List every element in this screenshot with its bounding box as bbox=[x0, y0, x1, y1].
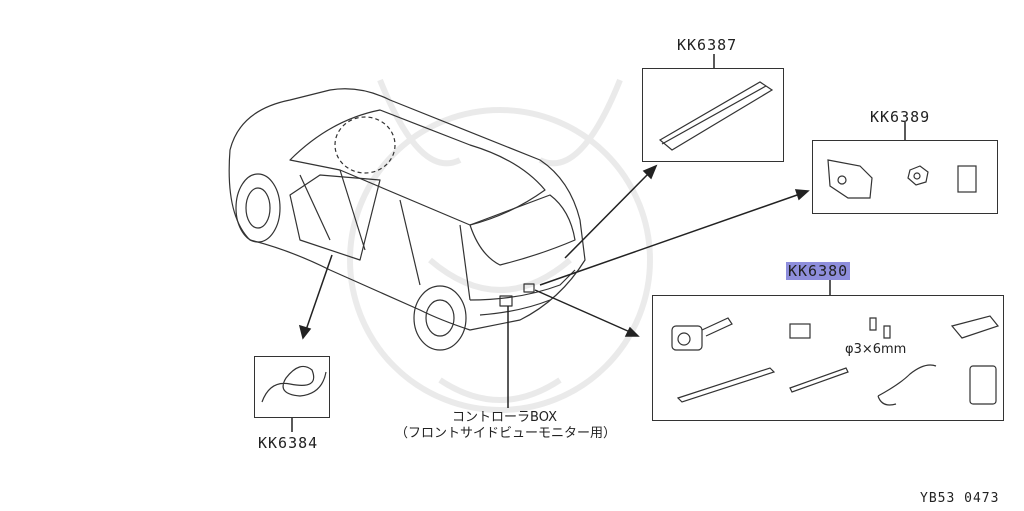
kk6387-box bbox=[642, 68, 784, 162]
kk6389-part-drawing bbox=[827, 159, 977, 199]
kk6380-highlight: KK6380 bbox=[786, 262, 851, 280]
bracket-icon bbox=[827, 159, 873, 199]
kk6387-label[interactable]: KK6387 bbox=[677, 36, 738, 54]
kk6384-box bbox=[254, 356, 330, 418]
cable-tie-icon-2 bbox=[789, 367, 849, 393]
open-door bbox=[289, 174, 381, 261]
leader-lines bbox=[291, 54, 906, 432]
connector-icon bbox=[789, 323, 811, 339]
kk6389-label[interactable]: KK6389 bbox=[870, 108, 931, 126]
front-wheel bbox=[235, 173, 281, 243]
screw-icon bbox=[869, 317, 891, 339]
nut-icon bbox=[907, 165, 929, 186]
pad-icon bbox=[950, 315, 1000, 339]
controller-label-line1: コントローラBOX bbox=[452, 410, 557, 425]
rear-wheel bbox=[413, 285, 467, 351]
harness-icon bbox=[877, 364, 937, 406]
side-door-lines bbox=[299, 169, 471, 301]
foam-icon bbox=[969, 365, 997, 405]
controller-label-line2: （フロントサイドビューモニター用） bbox=[395, 426, 617, 441]
kk6387-part-drawing bbox=[658, 81, 774, 151]
camera-marker bbox=[523, 283, 535, 293]
rear-bumper bbox=[469, 269, 576, 316]
screw-spec-label: φ3×6mm bbox=[845, 342, 907, 357]
kk6380-label[interactable]: KK6380 bbox=[786, 262, 851, 280]
kk6384-label[interactable]: KK6384 bbox=[258, 434, 319, 452]
controller-box-marker bbox=[499, 295, 513, 307]
tape-icon bbox=[957, 165, 977, 193]
vehicle-drawing bbox=[228, 88, 586, 351]
kk6389-box bbox=[812, 140, 998, 214]
kk6380-part-drawing bbox=[671, 315, 1000, 406]
kk6384-part-drawing bbox=[261, 365, 327, 403]
rear-window bbox=[469, 194, 576, 266]
camera-icon bbox=[671, 325, 703, 351]
watermark bbox=[347, 78, 653, 413]
vehicle-roof bbox=[289, 109, 546, 226]
detail-circle bbox=[334, 116, 396, 174]
kk6380-box bbox=[652, 295, 1004, 421]
diagram-id: YB53 0473 bbox=[920, 491, 1000, 506]
cable-tie-icon-1 bbox=[676, 367, 776, 403]
